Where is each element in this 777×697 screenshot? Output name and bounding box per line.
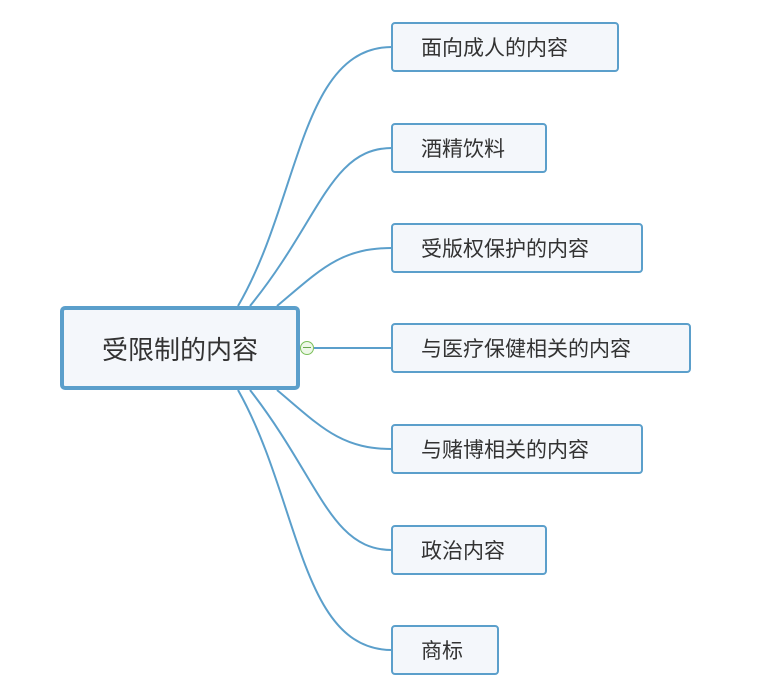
subtopic-political-content[interactable]: 政治内容 [391, 525, 547, 575]
subtopic-label: 与医疗保健相关的内容 [421, 337, 631, 361]
subtopic-label: 与赌博相关的内容 [421, 438, 589, 462]
connector-line-1 [237, 46, 393, 307]
connector-line-6 [249, 389, 393, 551]
subtopic-adult-content[interactable]: 面向成人的内容 [391, 22, 619, 72]
subtopic-label: 受版权保护的内容 [421, 237, 589, 261]
connector-line-2 [249, 147, 393, 307]
subtopic-label: 面向成人的内容 [421, 36, 568, 60]
subtopic-label: 商标 [421, 639, 463, 663]
subtopic-label: 酒精饮料 [421, 137, 505, 161]
connector-line-5 [276, 389, 393, 450]
subtopic-gambling-content[interactable]: 与赌博相关的内容 [391, 424, 643, 474]
subtopic-alcohol[interactable]: 酒精饮料 [391, 123, 547, 173]
connector-line-7 [237, 389, 393, 651]
root-topic-label: 受限制的内容 [101, 335, 258, 366]
root-topic[interactable]: 受限制的内容 [60, 306, 300, 390]
subtopic-trademarks[interactable]: 商标 [391, 625, 499, 675]
subtopic-label: 政治内容 [421, 539, 505, 563]
subtopic-copyrighted-content[interactable]: 受版权保护的内容 [391, 223, 643, 273]
connector-line-3 [276, 247, 393, 307]
collapse-minus-icon[interactable] [300, 341, 314, 355]
subtopic-healthcare-content[interactable]: 与医疗保健相关的内容 [391, 323, 691, 373]
